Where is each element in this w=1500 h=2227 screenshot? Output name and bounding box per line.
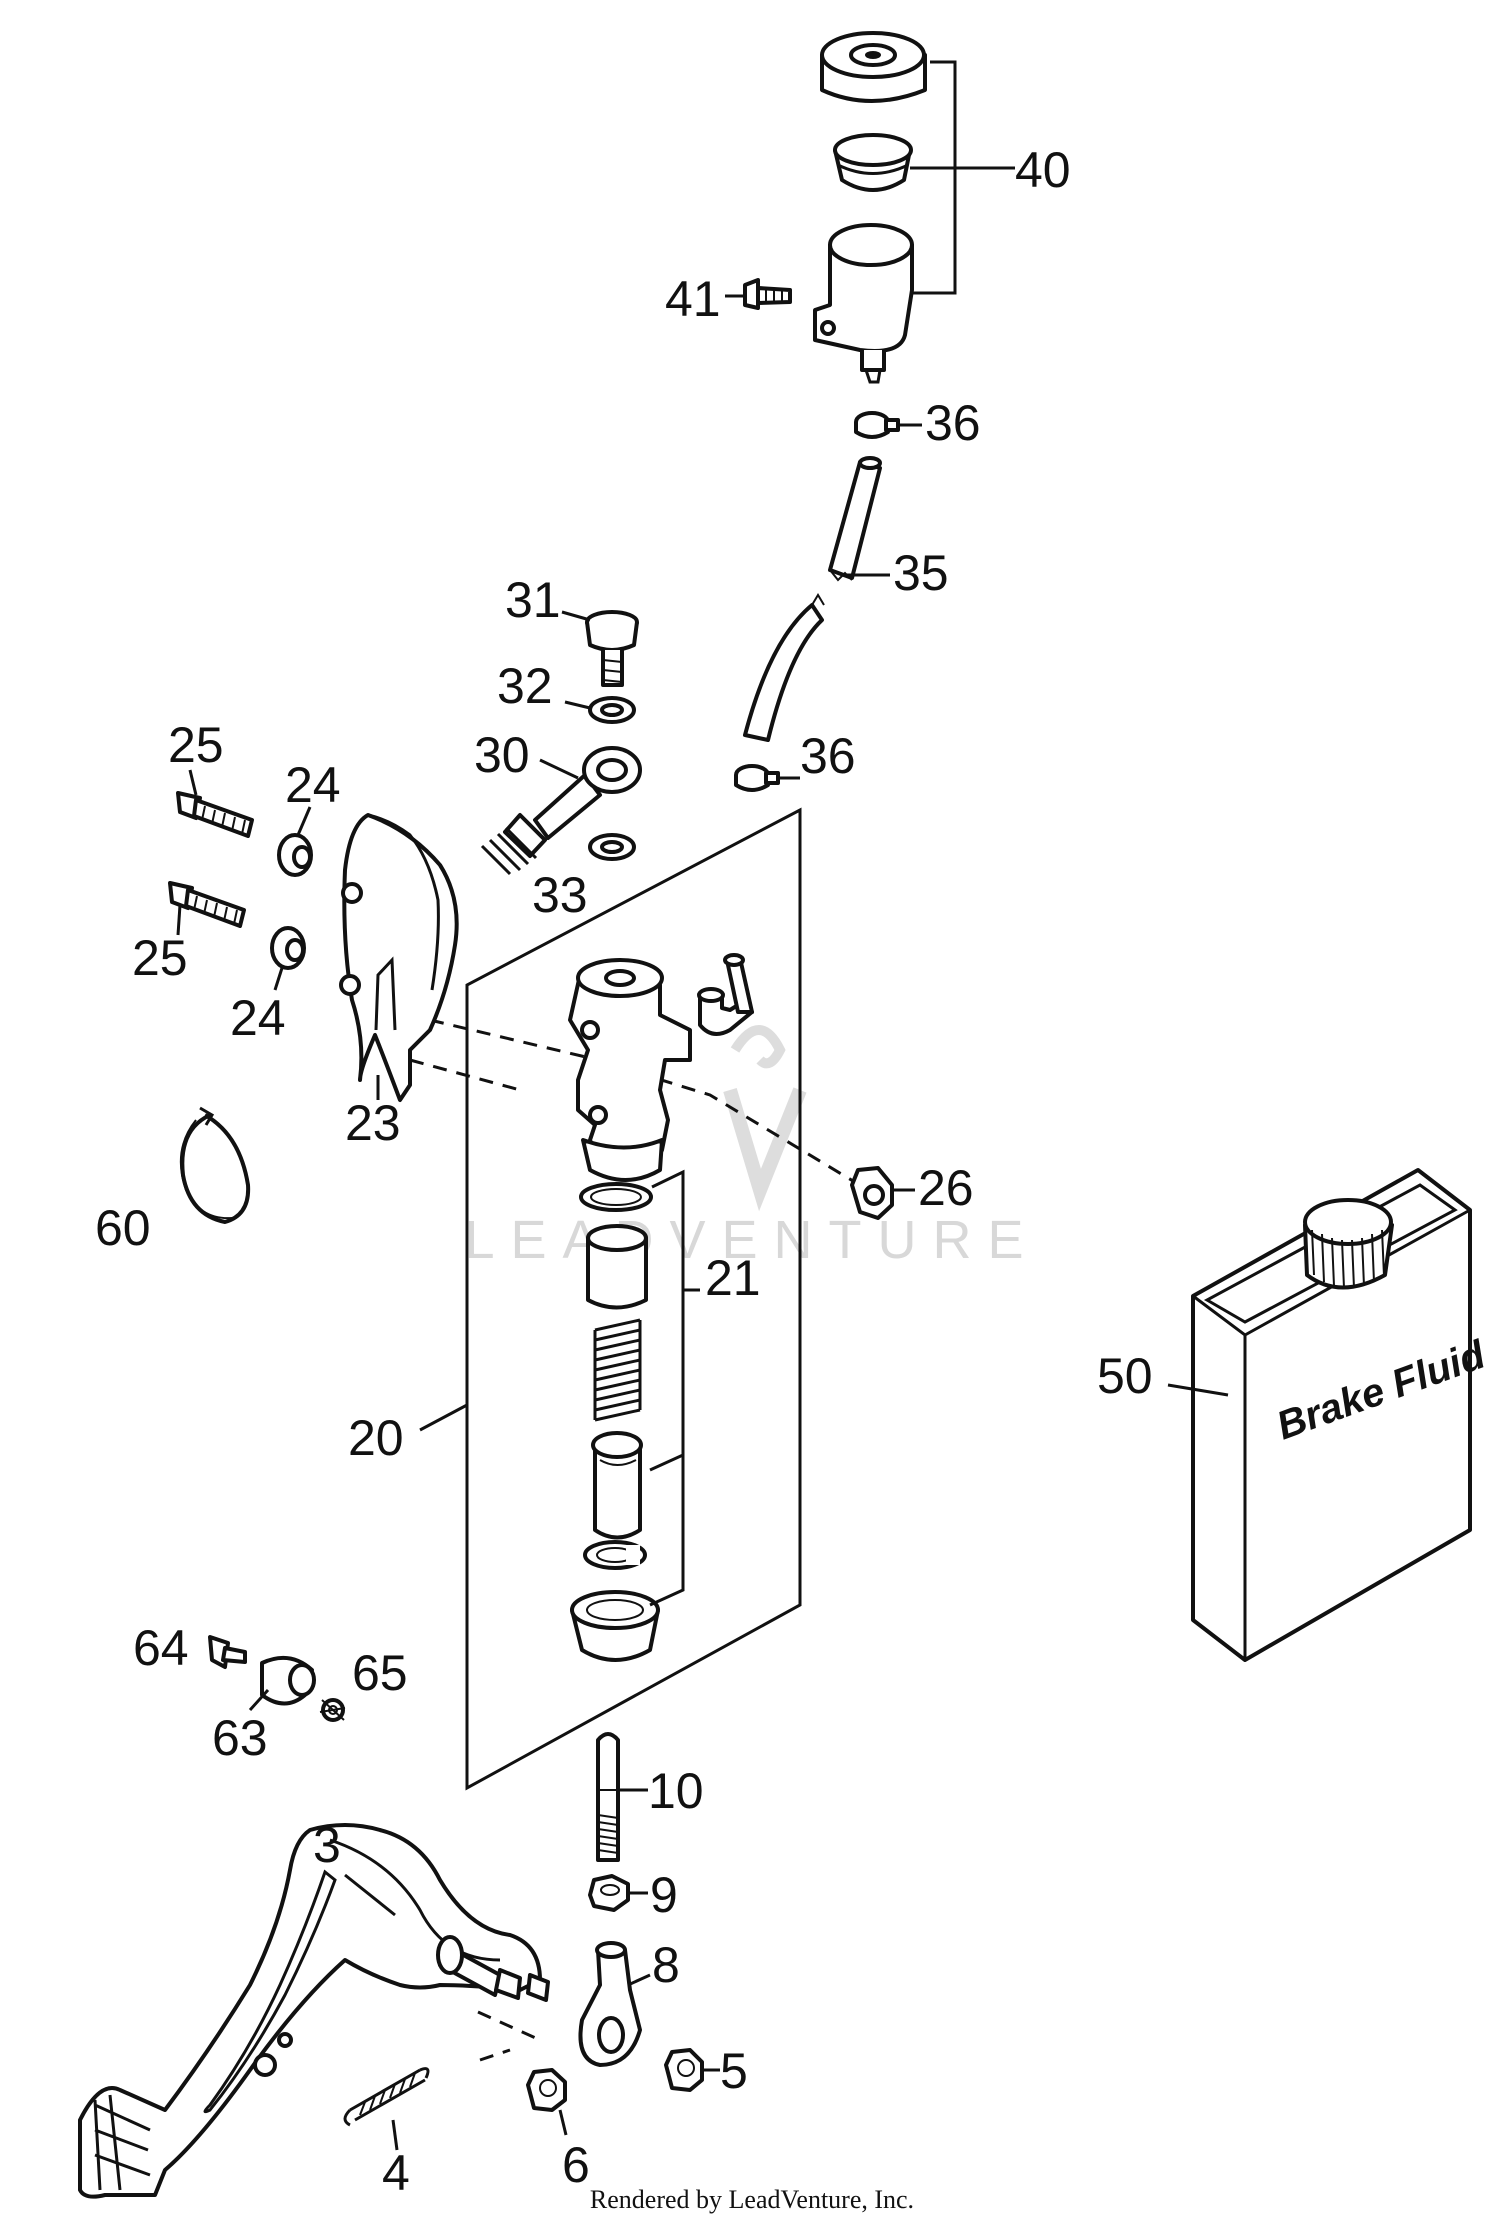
callout-line-50 xyxy=(1167,1383,1229,1397)
callout-line-20 xyxy=(419,1403,468,1432)
hose-clamp-upper xyxy=(854,411,900,439)
collar-nut-left xyxy=(526,2068,567,2112)
roller xyxy=(260,1655,316,1706)
dust-boot xyxy=(570,1590,660,1662)
fitting-nut xyxy=(850,1166,894,1220)
callout-line-3 xyxy=(344,1873,396,1917)
watermark: LEADVENTURE xyxy=(464,1025,1039,1270)
bushing-upper xyxy=(277,833,313,877)
callout-5: 5 xyxy=(720,2043,748,2099)
callout-line-21 xyxy=(649,1169,700,1607)
callout-65: 65 xyxy=(352,1645,408,1701)
callout-41: 41 xyxy=(665,271,721,327)
return-spring-pedal xyxy=(343,2067,430,2127)
callout-24-lower: 24 xyxy=(230,990,286,1046)
circlip xyxy=(583,1540,647,1570)
callout-line-40 xyxy=(910,60,1015,295)
brake-fluid-container: Brake Fluid xyxy=(1191,1168,1492,1662)
banjo-bolt xyxy=(585,610,639,687)
callout-25-upper: 25 xyxy=(168,717,224,773)
reservoir-body xyxy=(813,223,914,384)
callout-31: 31 xyxy=(505,572,561,628)
banjo-fitting xyxy=(480,746,642,876)
callout-26: 26 xyxy=(918,1160,974,1216)
reservoir-diaphragm xyxy=(833,133,913,192)
return-spring xyxy=(593,1318,642,1422)
brake-pedal xyxy=(78,1823,550,2199)
callout-labels: 40 41 36 35 36 31 32 30 33 25 24 25 24 2… xyxy=(95,142,1153,2201)
callout-8: 8 xyxy=(652,1937,680,1993)
callout-line-63 xyxy=(248,1688,270,1712)
protective-cover xyxy=(339,813,459,1102)
elbow-fitting xyxy=(697,953,754,1036)
collar-nut-right xyxy=(664,2048,704,2092)
bolt-lower xyxy=(168,881,246,928)
screw-small xyxy=(208,1635,247,1669)
callout-50: 50 xyxy=(1097,1348,1153,1404)
mounting-line xyxy=(409,1058,521,1092)
callout-6: 6 xyxy=(562,2137,590,2193)
callout-20: 20 xyxy=(348,1410,404,1466)
watermark-text: LEADVENTURE xyxy=(464,1210,1039,1270)
callout-25-lower: 25 xyxy=(132,930,188,986)
callout-64: 64 xyxy=(133,1620,189,1676)
callout-9: 9 xyxy=(650,1867,678,1923)
brake-hose xyxy=(743,456,882,742)
callout-33: 33 xyxy=(532,867,588,923)
callout-36-upper: 36 xyxy=(925,395,981,451)
callout-10: 10 xyxy=(648,1763,704,1819)
callout-3: 3 xyxy=(313,1817,341,1873)
callout-line-6 xyxy=(558,2109,568,2136)
callout-line-25b xyxy=(176,904,182,936)
callout-line-24b xyxy=(273,967,284,991)
callout-line-30 xyxy=(539,758,579,780)
callout-30: 30 xyxy=(474,727,530,783)
callout-60: 60 xyxy=(95,1200,151,1256)
bolt-upper xyxy=(176,791,254,838)
callout-35: 35 xyxy=(893,545,949,601)
callout-line-32 xyxy=(564,700,591,710)
spacer-sleeve xyxy=(586,1224,648,1310)
callout-23: 23 xyxy=(345,1095,401,1151)
reservoir-screw xyxy=(743,278,792,310)
callout-4: 4 xyxy=(382,2145,410,2201)
alignment-line xyxy=(429,1018,869,1192)
hose-clamp-lower xyxy=(734,764,780,792)
callout-line-25a xyxy=(188,769,198,796)
hose-clip xyxy=(179,1106,251,1224)
washer-upper xyxy=(588,696,636,724)
lock-nut xyxy=(588,1874,630,1912)
callout-line-31 xyxy=(561,610,591,622)
callout-24-upper: 24 xyxy=(285,757,341,813)
footer-credit: Rendered by LeadVenture, Inc. xyxy=(590,2185,914,2214)
reservoir-cap xyxy=(820,31,927,103)
callout-line-8 xyxy=(627,1973,651,1987)
push-rod xyxy=(596,1732,620,1862)
callout-21: 21 xyxy=(705,1250,761,1306)
bushing-lower xyxy=(270,926,306,970)
callout-63: 63 xyxy=(212,1710,268,1766)
o-ring xyxy=(579,1182,653,1212)
piston xyxy=(591,1431,643,1540)
callout-36-lower: 36 xyxy=(800,728,856,784)
callout-32: 32 xyxy=(497,658,553,714)
pedal-alignment xyxy=(477,2010,541,2062)
lock-washer xyxy=(319,1698,346,1722)
callout-line-4 xyxy=(391,2119,399,2151)
washer-lower xyxy=(588,833,636,861)
callout-40: 40 xyxy=(1015,142,1071,198)
clevis xyxy=(578,1941,642,2067)
kit-outline-20 xyxy=(465,807,802,1791)
master-cylinder-body xyxy=(568,958,692,1182)
callout-line-24a xyxy=(296,806,312,836)
